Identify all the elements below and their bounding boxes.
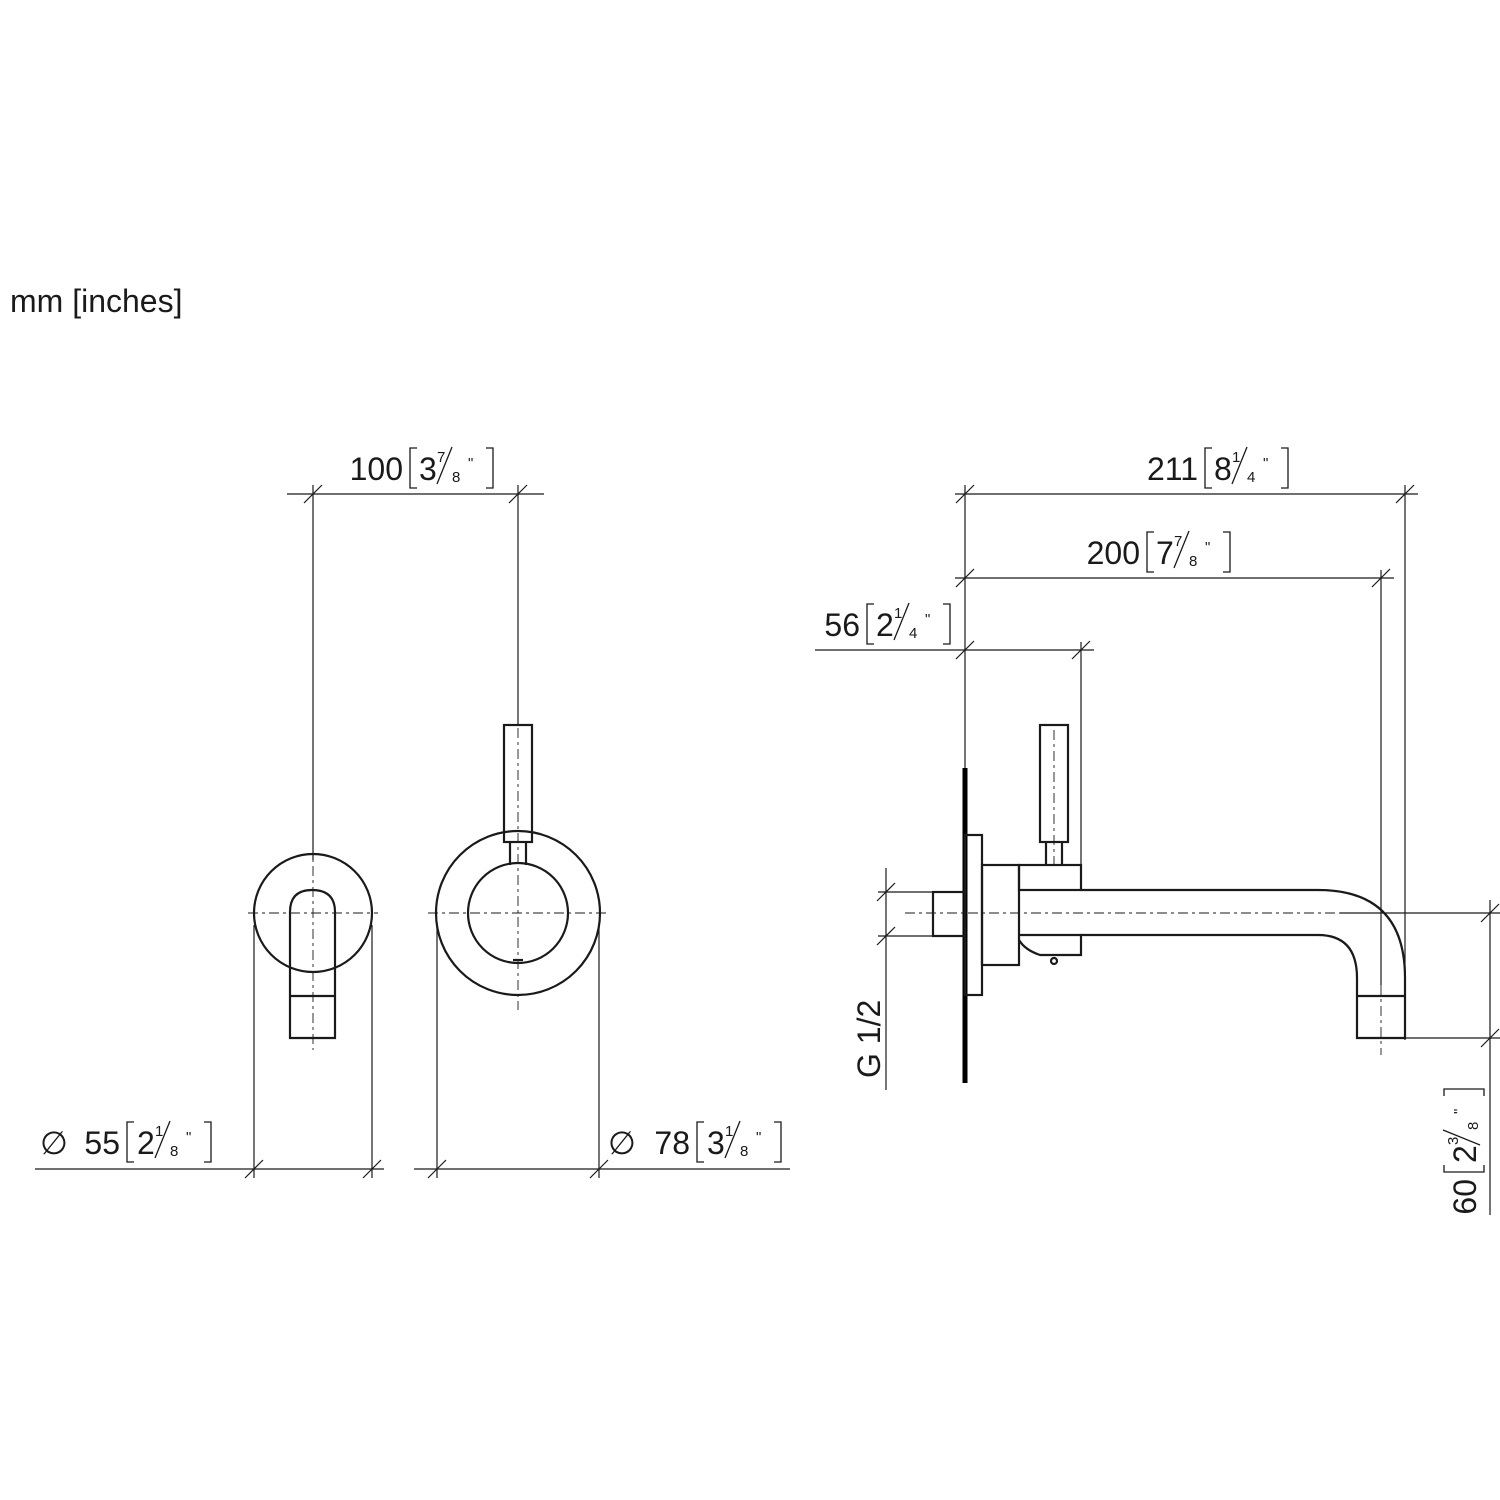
dim-200-inch: "	[1205, 539, 1210, 556]
front-flange	[963, 833, 984, 997]
dim-100-den: 8	[452, 469, 460, 486]
dim-211: 211 8 1 4 "	[955, 446, 1418, 1040]
dim-60-num: 3	[1445, 1137, 1462, 1145]
mixer-lower-body	[1018, 933, 1083, 957]
dim-thread-label: G 1/2	[851, 1000, 887, 1078]
dim-56-inch: "	[925, 611, 930, 628]
dim-dia78: ∅ 78 3 1 8 "	[414, 925, 790, 1179]
units-label: mm [inches]	[10, 283, 182, 319]
dim-100: 100 3 7 8 "	[287, 446, 544, 860]
dim-dia55-mm: 55	[84, 1125, 120, 1161]
dim-200-whole: 7	[1156, 535, 1174, 571]
dim-60-mm: 60	[1447, 1179, 1483, 1215]
dim-211-mm: 211	[1147, 451, 1198, 487]
dim-211-num: 1	[1232, 449, 1240, 466]
dim-56-num: 1	[894, 605, 902, 622]
side-view	[905, 723, 1407, 1083]
dim-dia78-whole: 3	[707, 1125, 725, 1161]
dim-200-num: 7	[1174, 533, 1182, 550]
dim-thread: G 1/2	[851, 868, 933, 1090]
dim-211-den: 4	[1247, 469, 1255, 486]
dim-dia78-symbol: ∅	[608, 1125, 636, 1161]
dim-56-den: 4	[909, 625, 917, 642]
dim-dia55: ∅ 55 2 1 8 "	[35, 925, 384, 1179]
dim-200-mm: 200	[1087, 535, 1140, 571]
spout-front-view	[248, 845, 378, 1050]
dim-60-inch: "	[1451, 1109, 1468, 1114]
dim-100-mm: 100	[350, 451, 403, 487]
dim-dia55-den: 8	[170, 1143, 178, 1160]
dim-56: 56 2 1 4 "	[815, 602, 1094, 865]
dim-dia55-inch: "	[186, 1129, 191, 1146]
dim-211-whole: 8	[1214, 451, 1232, 487]
dim-200: 200 7 7 8 "	[955, 530, 1394, 985]
spout-body-outline	[288, 888, 337, 1040]
dim-60-whole: 2	[1447, 1145, 1483, 1163]
dim-100-num: 7	[437, 449, 445, 466]
dim-100-whole: 3	[419, 451, 437, 487]
dim-dia55-whole: 2	[137, 1125, 155, 1161]
dim-56-whole: 2	[876, 607, 894, 643]
dim-dia78-den: 8	[740, 1143, 748, 1160]
mixer-aerator	[1049, 956, 1059, 966]
spout-pipe	[1081, 888, 1407, 1040]
dim-100-inch: "	[468, 455, 473, 472]
dim-dia55-num: 1	[155, 1123, 163, 1140]
mixer-front-view	[428, 723, 610, 1010]
side-lever	[1038, 723, 1070, 844]
dim-200-den: 8	[1189, 553, 1197, 570]
dim-dia78-mm: 78	[654, 1125, 690, 1161]
dim-211-inch: "	[1263, 455, 1268, 472]
mixer-body	[1017, 863, 1083, 892]
rear-connector	[931, 890, 967, 938]
escutcheon-sleeve	[980, 863, 1021, 967]
dim-dia78-inch: "	[756, 1129, 761, 1146]
dim-dia55-symbol: ∅	[40, 1125, 68, 1161]
dim-60-den: 8	[1465, 1122, 1482, 1130]
dim-56-mm: 56	[824, 607, 860, 643]
dim-60: 60 2 3 8 "	[1340, 900, 1500, 1215]
dim-dia78-num: 1	[725, 1123, 733, 1140]
